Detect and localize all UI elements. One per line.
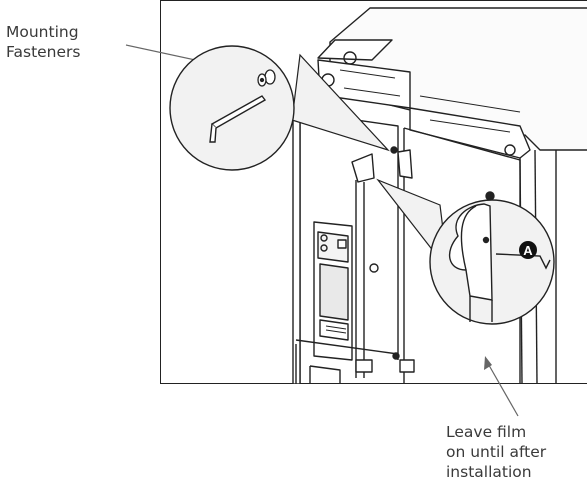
callout-a-badge [519, 241, 537, 259]
mounting-fasteners-line-1: Mounting [6, 23, 79, 41]
handle-mount-closeup [448, 203, 551, 322]
allen-wrench-icon [209, 95, 267, 143]
leave-film-line-2: on until after [446, 443, 547, 461]
leave-film-line-1: Leave film [446, 423, 527, 441]
mounting-fasteners-line-2: Fasteners [6, 43, 81, 61]
leave-film-label: Leave film on until after installation [446, 422, 546, 482]
refrigerator-body [292, 7, 587, 384]
left-door-handle [355, 180, 365, 378]
mounting-fasteners-label: Mounting Fasteners [6, 22, 81, 62]
mounting-screw-icon [257, 69, 276, 87]
callout-a-letter: A [523, 243, 533, 258]
right-door-handle [397, 149, 413, 179]
illustration-frame [160, 0, 587, 384]
fastener-callout-tail [291, 53, 390, 152]
leave-film-leader [485, 359, 519, 417]
fastener-callout-circle [169, 45, 295, 171]
leave-film-line-3: installation [446, 463, 532, 481]
film-arrowhead [484, 356, 492, 370]
